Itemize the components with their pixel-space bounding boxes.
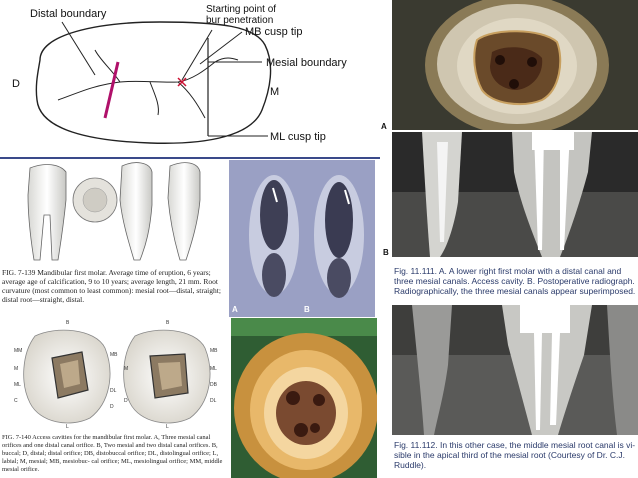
b-db-label: DB	[210, 382, 217, 388]
b-ml-label: ML	[210, 366, 217, 372]
mesial-boundary-label: Mesial boundary	[266, 57, 347, 69]
buccal-view-tooth	[27, 164, 67, 261]
tooth-outline	[35, 21, 272, 144]
occlusal-table	[82, 187, 108, 213]
a-ml-label: ML	[14, 382, 21, 388]
a-m-label: M	[14, 366, 19, 372]
b-dl-label: DL	[210, 398, 217, 404]
access-a-floor	[60, 360, 80, 388]
tooth-illustrations	[0, 160, 228, 270]
access-cavity-drawing	[23, 329, 211, 424]
canal-photo-a: A B	[229, 160, 375, 317]
a-c-label: C	[14, 398, 18, 404]
b-d-label: D	[124, 398, 128, 404]
central-fissure	[57, 57, 239, 101]
fig-7-139-caption: FIG. 7-139 Mandibular first molar. Avera…	[2, 268, 228, 304]
a-mm-label: MM	[14, 348, 23, 354]
radiograph-2-drawing	[392, 305, 638, 435]
fig-11-111-caption: Fig. 11.111. A. A lower right first mola…	[394, 266, 638, 296]
access-cavity-diagrams: B MM M ML C L MB DL D B MB ML DB DL L M …	[0, 318, 228, 433]
mb-cusp-leader	[199, 31, 243, 65]
fig-11-111-caption-line3: Radiographically, the three mesial canal…	[394, 286, 636, 296]
distal-view-tooth	[167, 162, 201, 261]
fig-7-140-caption: FIG. 7-140 Access cavities for the mandi…	[2, 434, 228, 474]
plate-letter-b: B	[304, 305, 310, 314]
fig-7-140-caption-line3: cal orifice; ML, mesiolingual orifice; M…	[2, 458, 223, 473]
b-mb-label: MB	[210, 348, 218, 354]
a-mb-label: MB	[110, 352, 118, 358]
starting-point-label-2: bur penetration	[206, 15, 274, 26]
b-m-label: M	[124, 366, 129, 372]
right-plate-letter-b: B	[383, 248, 389, 257]
right-plate-letter-a: A	[381, 122, 387, 131]
fig-11-111-caption-line1: Fig. 11.111. A. A lower right first mola…	[394, 266, 622, 276]
distal-d-label: D	[12, 78, 20, 90]
radiograph-drawing	[392, 132, 638, 257]
starting-point-mark	[177, 77, 187, 87]
fig-11-112-caption-line3: Ruddle).	[394, 460, 427, 470]
plate-letter-a: A	[232, 305, 238, 314]
a-d-label: D	[110, 404, 114, 410]
access-b-floor	[158, 362, 182, 390]
b-l-label: L	[166, 424, 169, 430]
fig-7-139-caption-line2: Root curvature (most common to least com…	[2, 277, 221, 304]
a-dl-label: DL	[110, 388, 117, 394]
access-photo-drawing	[392, 0, 638, 130]
a-b-label: B	[66, 320, 70, 326]
fig-7-140-caption-line2: two distal canal orifices. B, buccal; D,…	[2, 442, 219, 465]
fig-7-140-caption-line1: FIG. 7-140 Access cavities for the mandi…	[2, 434, 211, 449]
access-cavity-photo	[392, 0, 638, 130]
lingual-fissure	[177, 81, 206, 119]
mesial-m-label: M	[270, 86, 280, 98]
molar-views-drawing	[27, 162, 201, 261]
distal-boundary-line	[103, 61, 120, 119]
postoperative-radiograph	[392, 132, 638, 257]
starting-point-label: Starting point of	[206, 4, 277, 15]
buccal-fissure	[94, 49, 121, 83]
occlusal-diagram: Distal boundary Starting point of bur pe…	[0, 0, 380, 157]
occlusal-outline-drawing	[35, 21, 272, 144]
ml-cusp-tip-label: ML cusp tip	[270, 131, 326, 143]
fig-11-112-caption: Fig. 11.112. In this other case, the mid…	[394, 440, 638, 470]
fig-7-139-caption-line1: FIG. 7-139 Mandibular first molar. Avera…	[2, 268, 211, 286]
distolingual-fissure	[149, 81, 159, 116]
mb-cusp-tip-label: MB cusp tip	[245, 26, 303, 38]
canal-photo-drawing	[229, 160, 375, 317]
section-divider	[0, 157, 380, 159]
a-l-label: L	[66, 424, 69, 430]
b-b-label: B	[166, 320, 170, 326]
fig-11-111-caption-line2: three mesial canals. Access cavity. B. P…	[394, 276, 635, 286]
mesial-view-tooth	[119, 162, 153, 261]
fig-11-112-caption-line1: Fig. 11.112. In this other case, the mid…	[394, 440, 636, 450]
middle-mesial-radiograph	[392, 305, 638, 435]
distal-boundary-leader	[61, 21, 96, 76]
starting-point-leader	[181, 29, 213, 81]
fig-11-112-caption-line2: sible in the apical third of the mesial …	[394, 450, 626, 460]
clinical-photo-drawing	[231, 318, 377, 478]
distal-boundary-label: Distal boundary	[30, 8, 107, 20]
clinical-access-photo	[231, 318, 377, 478]
